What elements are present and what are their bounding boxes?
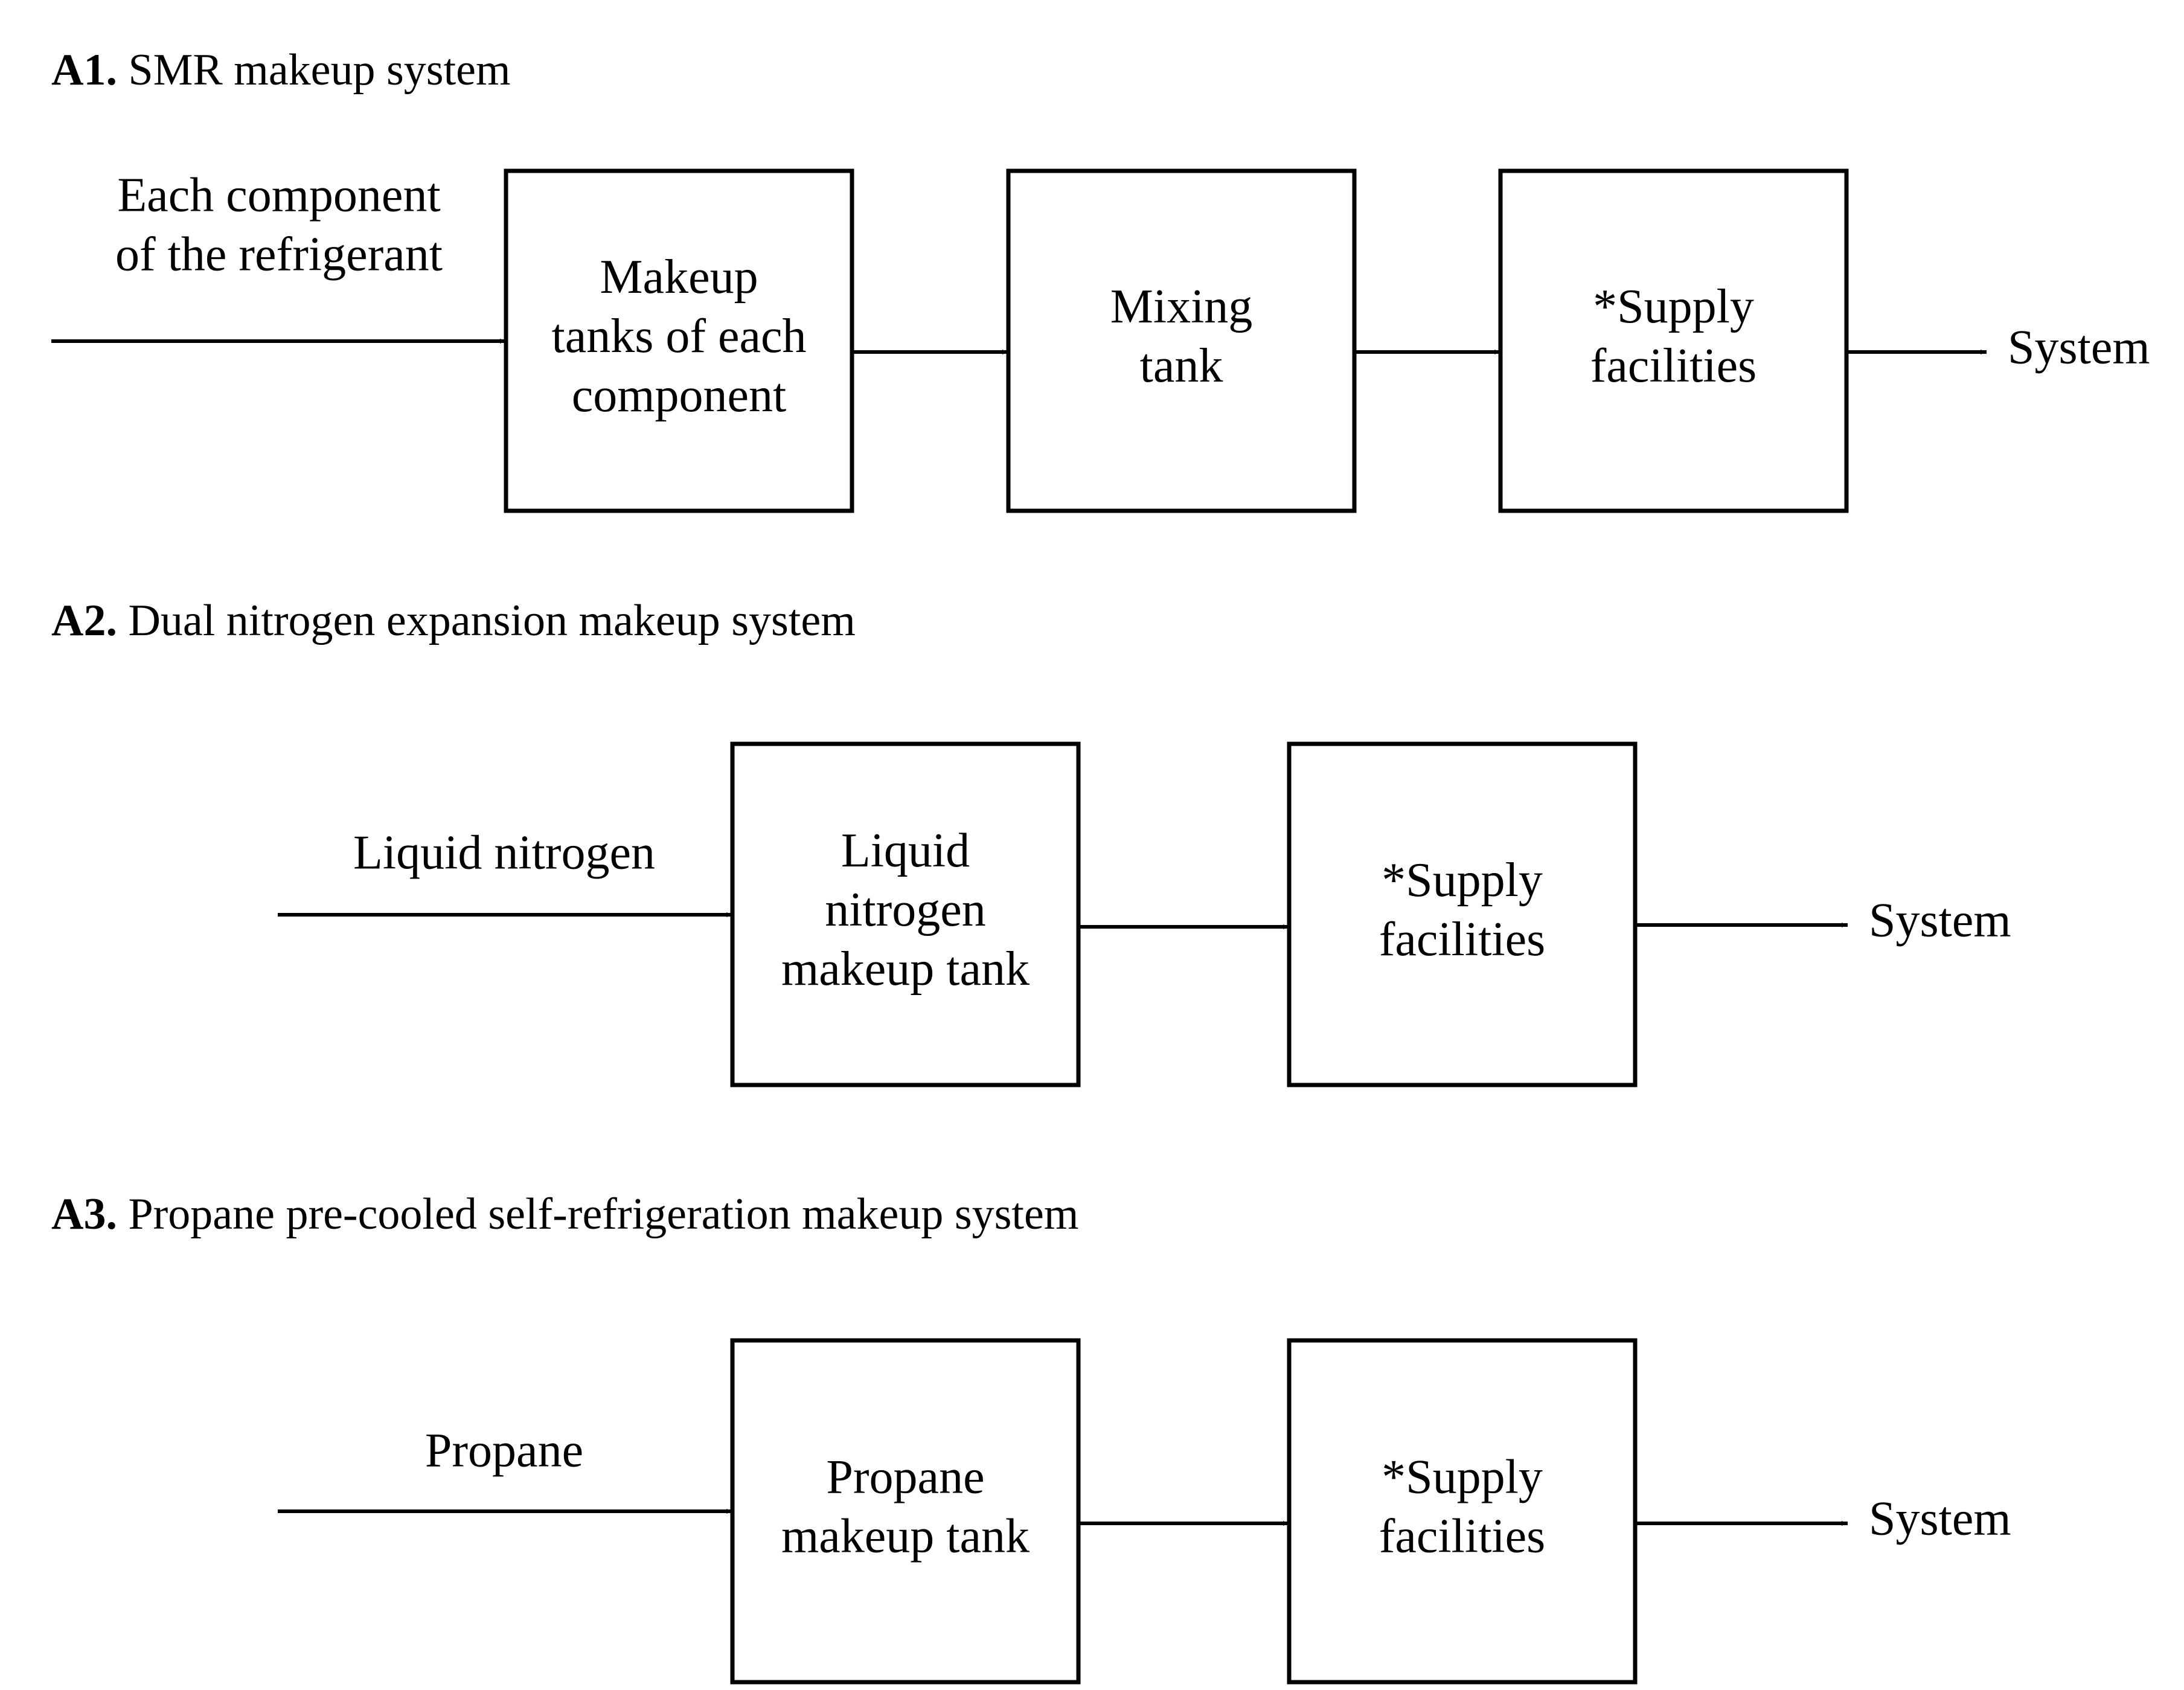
input-label: Liquid nitrogen [353, 826, 655, 879]
process-box [730, 741, 1081, 1087]
process-box [730, 1338, 1081, 1685]
section-heading: A2. Dual nitrogen expansion makeup syste… [51, 596, 856, 645]
section-a2: A2. Dual nitrogen expansion makeup syste… [51, 596, 2011, 1087]
process-box [504, 168, 854, 513]
output-label: System [2008, 321, 2150, 374]
output-label: System [1869, 1492, 2011, 1545]
section-heading: A1. SMR makeup system [51, 45, 511, 95]
output-label: System [1869, 894, 2011, 947]
section-heading: A3. Propane pre-cooled self-refrigeratio… [51, 1189, 1078, 1239]
process-box [1006, 168, 1357, 513]
section-a3: A3. Propane pre-cooled self-refrigeratio… [51, 1189, 2011, 1685]
process-box [1287, 1338, 1638, 1685]
process-box [1287, 741, 1638, 1087]
process-box [1498, 168, 1849, 513]
input-label: Propane [425, 1424, 583, 1477]
